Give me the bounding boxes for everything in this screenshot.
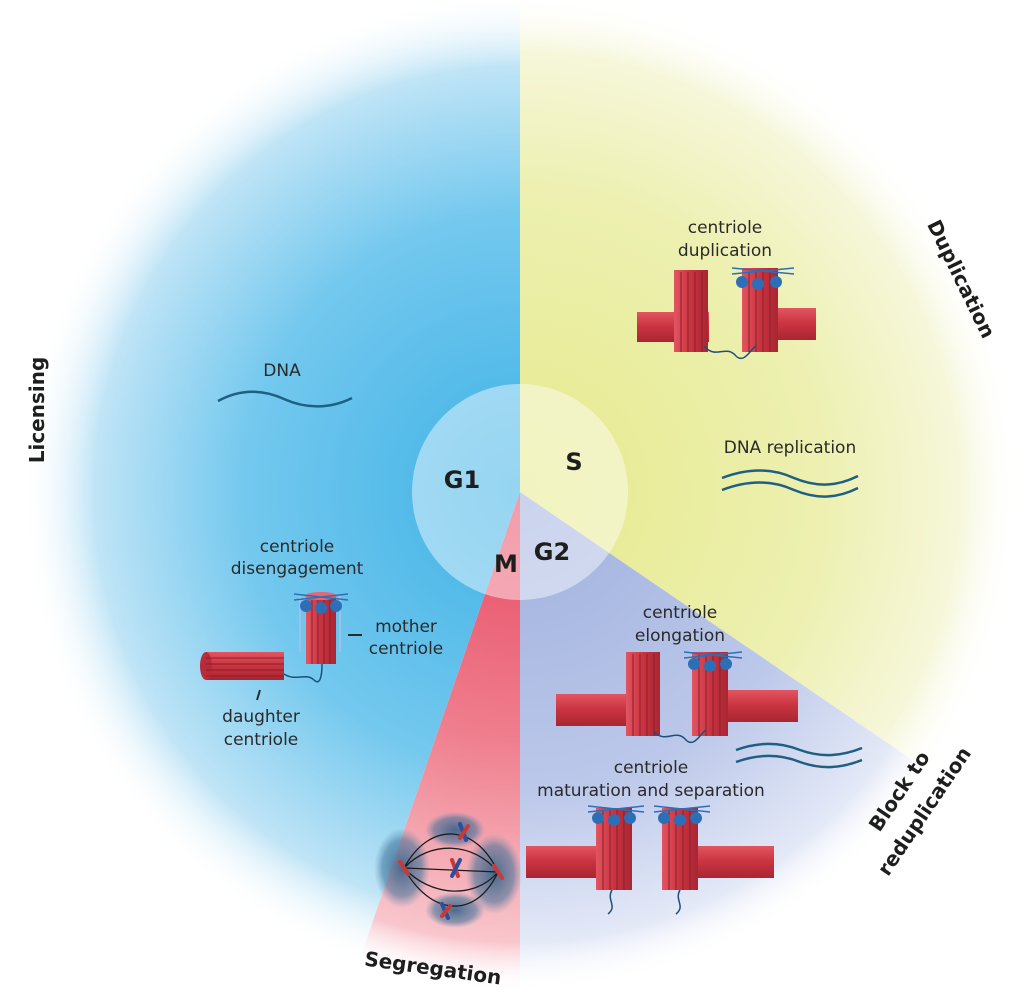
daughter-pointer xyxy=(256,689,261,701)
mitotic-spindle xyxy=(374,812,522,928)
g2-dna-strand-1 xyxy=(735,742,863,757)
matured-centriole-pair xyxy=(526,805,774,915)
elongation-label-2: elongation xyxy=(635,626,725,646)
elongated-centriole-pair xyxy=(556,651,798,744)
maturation-label-2: maturation and separation xyxy=(537,781,765,801)
sector-g1 xyxy=(19,0,520,965)
mother-centriole xyxy=(293,592,349,664)
duplication-label-2: duplication xyxy=(678,241,772,261)
disengagement-label-2: disengagement xyxy=(231,559,364,579)
dna-label: DNA xyxy=(263,361,301,381)
sector-s xyxy=(520,0,1021,774)
phase-g2: G2 xyxy=(534,538,570,566)
dna-replication-strand-2 xyxy=(721,481,859,498)
disengagement-label-1: centriole xyxy=(260,537,335,557)
linker-fiber xyxy=(283,663,323,683)
elongation-label-1: centriole xyxy=(643,603,718,623)
dna-replication-label: DNA replication xyxy=(724,438,856,458)
center-circle xyxy=(412,384,628,600)
g2-dna-strand-2 xyxy=(735,754,863,769)
maturation-label-1: centriole xyxy=(614,758,689,778)
mother-label-1: mother xyxy=(375,617,437,637)
stage-licensing: Licensing xyxy=(25,357,49,464)
dna-replication-strand-1 xyxy=(721,469,859,486)
duplicated-centriole-pair xyxy=(637,267,816,360)
mother-label-2: centriole xyxy=(369,639,444,659)
daughter-centriole xyxy=(200,652,284,680)
phase-s: S xyxy=(565,448,582,476)
dna-strand xyxy=(217,390,353,408)
phase-g1: G1 xyxy=(444,466,480,494)
phase-m: M xyxy=(494,550,518,578)
daughter-label-1: daughter xyxy=(222,707,300,727)
daughter-label-2: centriole xyxy=(224,730,299,750)
duplication-label-1: centriole xyxy=(688,218,763,238)
